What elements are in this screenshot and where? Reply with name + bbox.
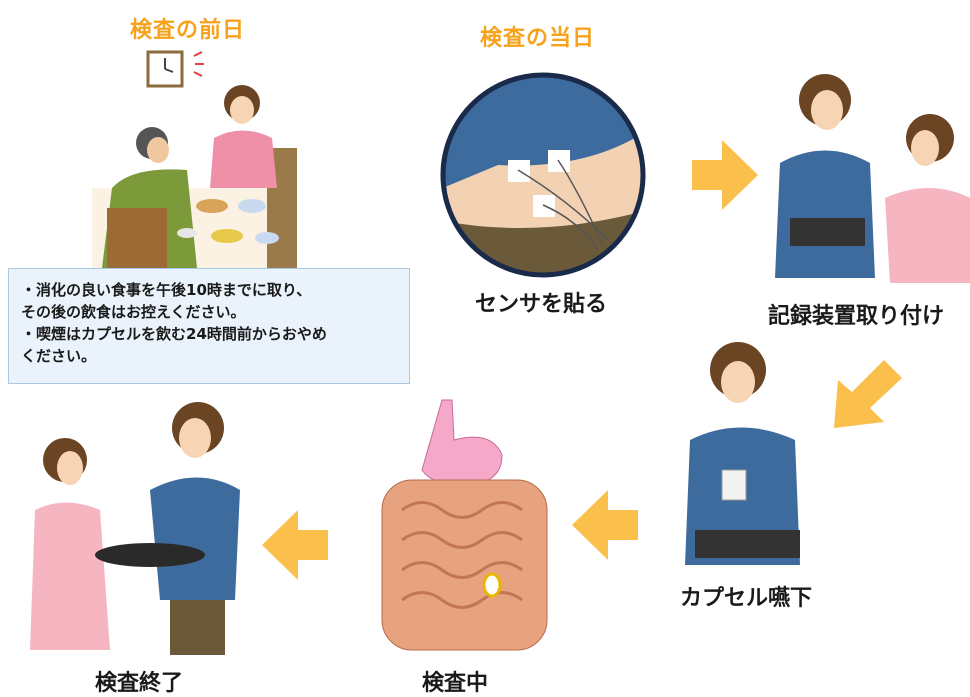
step-swallow-capsule-label: カプセル嚥下 (680, 586, 813, 611)
note-line: ・喫煙はカプセルを飲む24時間前からおやめ (21, 325, 327, 343)
heading-day-before: 検査の前日 (130, 18, 246, 43)
heading-day-of: 検査の当日 (480, 26, 596, 51)
instruction-note: ・消化の良い食事を午後10時までに取り、 その後の飲食はお控えください。 ・喫煙… (8, 268, 410, 384)
dining-illustration (92, 85, 297, 268)
capsule-swallow-illustration (685, 342, 800, 565)
note-line: ください。 (21, 347, 97, 365)
arrow-right-icon (692, 140, 758, 210)
exam-end-illustration (30, 402, 240, 655)
step-attach-sensor-label: センサを貼る (475, 292, 608, 317)
note-line: その後の飲食はお控えください。 (21, 303, 246, 321)
recorder-attach-illustration (775, 74, 970, 283)
digestive-tract-illustration (381, 399, 548, 651)
arrow-left-icon (262, 510, 328, 580)
sensor-illustration (440, 72, 646, 278)
arrow-left-icon (572, 490, 638, 560)
step-exam-end-label: 検査終了 (95, 671, 184, 696)
note-line: ・消化の良い食事を午後10時までに取り、 (21, 281, 312, 299)
step-attach-recorder-label: 記録装置取り付け (768, 304, 945, 329)
arrow-down-left-icon (834, 360, 902, 428)
clock-icon (146, 50, 204, 88)
step-during-exam-label: 検査中 (422, 671, 489, 696)
